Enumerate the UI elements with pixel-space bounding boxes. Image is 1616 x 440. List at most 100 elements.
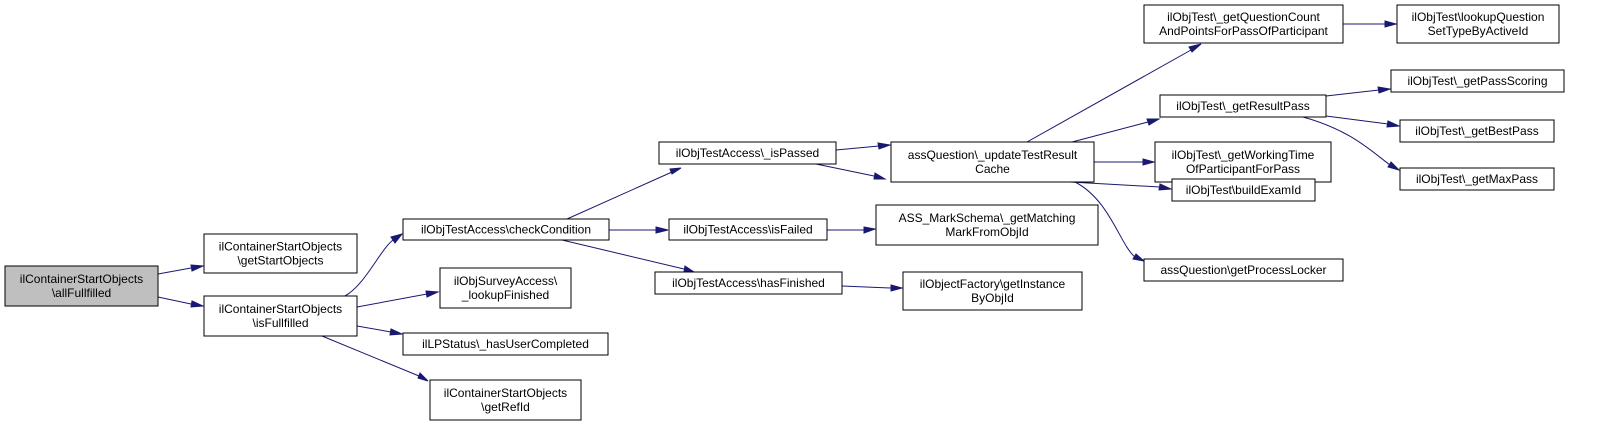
edge-allFull-to-isFull xyxy=(157,296,205,308)
edge-resPass-to-maxPass xyxy=(1302,116,1401,171)
arrowhead xyxy=(190,264,205,272)
node-box xyxy=(890,141,1095,183)
graph-node-lpstatus[interactable]: ilLPStatus\_hasUserCompleted xyxy=(402,332,609,356)
edge-line xyxy=(1074,181,1136,258)
node-label: ilObjTestAccess\isFailed xyxy=(683,223,812,237)
edge-line xyxy=(841,285,892,289)
arrowhead xyxy=(863,226,877,234)
edge-isFull-to-getRef xyxy=(321,335,429,382)
node-label: \getRefId xyxy=(481,400,530,414)
node-box xyxy=(1399,167,1555,191)
node-label: ilContainerStartObjects xyxy=(219,240,342,254)
edge-isFull-to-survey xyxy=(356,290,440,308)
node-box xyxy=(658,141,837,165)
graph-node-isFailed[interactable]: ilObjTestAccess\isFailed xyxy=(668,218,828,241)
arrowhead xyxy=(417,372,429,382)
arrowhead xyxy=(425,290,440,298)
node-label: \isFullfilled xyxy=(252,316,308,330)
arrowhead xyxy=(1387,161,1401,171)
edge-line xyxy=(566,171,673,220)
arrowhead xyxy=(1377,86,1392,94)
edge-line xyxy=(835,145,880,151)
nodes-layer: ilContainerStartObjects\allFullfilledilC… xyxy=(4,4,1565,421)
node-box xyxy=(4,265,159,307)
graph-node-survey[interactable]: ilObjSurveyAccess\_lookupFinished xyxy=(439,267,572,309)
node-label: ilContainerStartObjects xyxy=(20,272,143,286)
graph-node-maxPass[interactable]: ilObjTest\_getMaxPass xyxy=(1399,167,1555,191)
node-box xyxy=(668,218,828,241)
node-label: AndPointsForPassOfParticipant xyxy=(1159,24,1328,38)
edge-check-to-isPassed xyxy=(566,167,682,220)
graph-node-allFull[interactable]: ilContainerStartObjects\allFullfilled xyxy=(4,265,159,307)
node-label: ilObjTest\_getQuestionCount xyxy=(1167,10,1320,24)
node-label: \getStartObjects xyxy=(237,254,323,268)
edge-isFull-to-check xyxy=(344,233,404,297)
edge-line xyxy=(1069,181,1161,188)
graph-node-locker[interactable]: assQuestion\getProcessLocker xyxy=(1143,258,1344,282)
edge-updCache-to-examId xyxy=(1069,181,1173,191)
arrowhead xyxy=(389,328,404,336)
node-box xyxy=(1143,258,1344,282)
edge-line xyxy=(157,296,192,305)
graph-node-hasFin[interactable]: ilObjTestAccess\hasFinished xyxy=(654,271,843,295)
node-label: ilObjTest\lookupQuestion xyxy=(1412,10,1545,24)
graph-node-isFull[interactable]: ilContainerStartObjects\isFullfilled xyxy=(203,295,358,337)
arrowhead xyxy=(655,226,669,234)
edge-isFailed-to-mark xyxy=(827,226,877,234)
arrowhead xyxy=(190,300,205,308)
graph-node-workTime[interactable]: ilObjTest\_getWorkingTimeOfParticipantFo… xyxy=(1154,141,1332,183)
edge-allFull-to-getStart xyxy=(157,264,205,275)
arrowhead xyxy=(1146,118,1161,126)
edge-line xyxy=(344,239,394,297)
graph-node-isPassed[interactable]: ilObjTestAccess\_isPassed xyxy=(658,141,837,165)
edge-line xyxy=(1325,115,1389,125)
node-box xyxy=(1143,4,1344,44)
graph-node-lookupQ[interactable]: ilObjTest\lookupQuestionSetTypeByActiveI… xyxy=(1396,4,1560,44)
node-label: assQuestion\_updateTestResult xyxy=(908,148,1078,162)
graph-node-passScore[interactable]: ilObjTest\_getPassScoring xyxy=(1390,69,1565,93)
node-box xyxy=(1171,178,1316,202)
node-label: ilObjTestAccess\_isPassed xyxy=(676,146,819,160)
edge-qcount-to-lookupQ xyxy=(1343,20,1398,28)
graph-node-getStart[interactable]: ilContainerStartObjects\getStartObjects xyxy=(203,233,358,274)
edge-updCache-to-qcount xyxy=(1026,43,1202,143)
node-label: ilContainerStartObjects xyxy=(444,386,567,400)
edge-line xyxy=(561,239,685,270)
arrowhead xyxy=(1384,20,1398,28)
graph-node-resPass[interactable]: ilObjTest\_getResultPass xyxy=(1159,94,1327,118)
edge-line xyxy=(815,163,875,177)
node-label: ilObjTest\buildExamId xyxy=(1186,183,1301,197)
edge-line xyxy=(1071,121,1149,143)
node-label: ilObjTest\_getBestPass xyxy=(1415,124,1538,138)
arrowhead xyxy=(1132,253,1146,262)
graph-node-getRef[interactable]: ilContainerStartObjects\getRefId xyxy=(429,379,582,421)
graph-node-examId[interactable]: ilObjTest\buildExamId xyxy=(1171,178,1316,202)
node-box xyxy=(402,218,610,241)
node-box xyxy=(1159,94,1327,118)
graph-node-qcount[interactable]: ilObjTest\_getQuestionCountAndPointsForP… xyxy=(1143,4,1344,44)
node-box xyxy=(402,332,609,356)
node-box xyxy=(1390,69,1565,93)
graph-node-bestPass[interactable]: ilObjTest\_getBestPass xyxy=(1399,119,1555,143)
node-box xyxy=(654,271,843,295)
graph-node-check[interactable]: ilObjTestAccess\checkCondition xyxy=(402,218,610,241)
node-box xyxy=(203,233,358,274)
edge-line xyxy=(321,335,420,377)
node-box xyxy=(439,267,572,309)
node-label: ilObjSurveyAccess\ xyxy=(454,274,558,288)
node-box xyxy=(875,204,1099,246)
edge-check-to-hasFin xyxy=(561,239,696,273)
node-label: \allFullfilled xyxy=(52,286,111,300)
edge-isPassed-to-updCache xyxy=(835,142,892,151)
arrowhead xyxy=(1142,158,1156,166)
node-label: ASS_MarkSchema\_getMatching xyxy=(899,211,1076,225)
node-label: Cache xyxy=(975,162,1010,176)
node-box xyxy=(1399,119,1555,143)
edge-check-to-isFailed xyxy=(609,226,669,234)
edge-line xyxy=(1026,49,1192,143)
edge-line xyxy=(356,325,392,333)
